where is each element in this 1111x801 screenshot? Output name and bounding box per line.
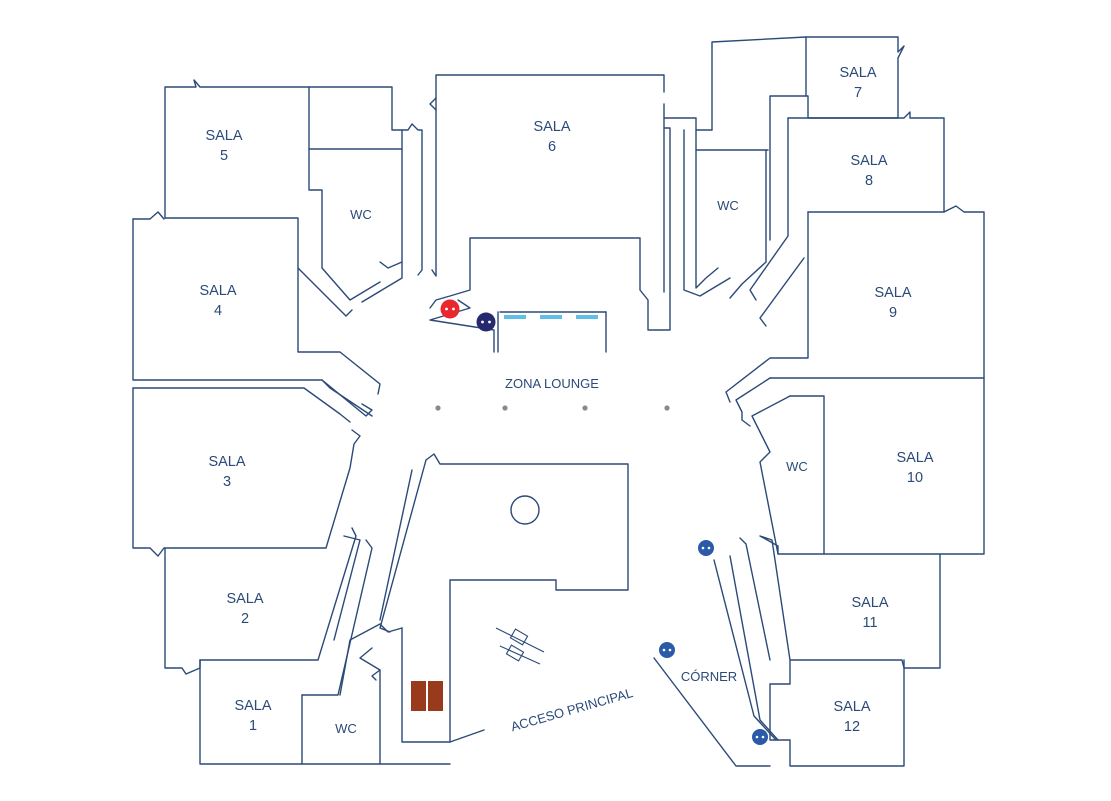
blue-dot-marker[interactable] [698,540,714,556]
area-labels: WC WC WC WC ZONA LOUNGE CÓRNER ACCESO PR… [335,198,808,736]
right-wing-walls [653,36,985,767]
column-dots [435,405,670,411]
acceso-principal-label: ACCESO PRINCIPAL [509,685,634,734]
center-walls [379,74,671,743]
brown-stand-icon [411,681,443,711]
column-dot [502,405,508,411]
column-dot [582,405,588,411]
wc-label-right-lower: WC [786,459,808,474]
navy-dot-marker[interactable] [476,312,496,332]
red-dot-marker[interactable] [440,299,460,319]
round-table-icon [510,495,540,525]
wc-label-right: WC [717,198,739,213]
zona-lounge-label: ZONA LOUNGE [505,376,599,391]
blue-dot-marker[interactable] [659,642,675,658]
corner-label: CÓRNER [681,669,737,684]
wc-label-bottom: WC [335,721,357,736]
blue-dot-marker[interactable] [752,729,768,745]
column-dot [664,405,670,411]
turnstile-icon [495,627,545,665]
wc-label-left: WC [350,207,372,222]
column-dot [435,405,441,411]
left-wing-walls [132,79,451,765]
